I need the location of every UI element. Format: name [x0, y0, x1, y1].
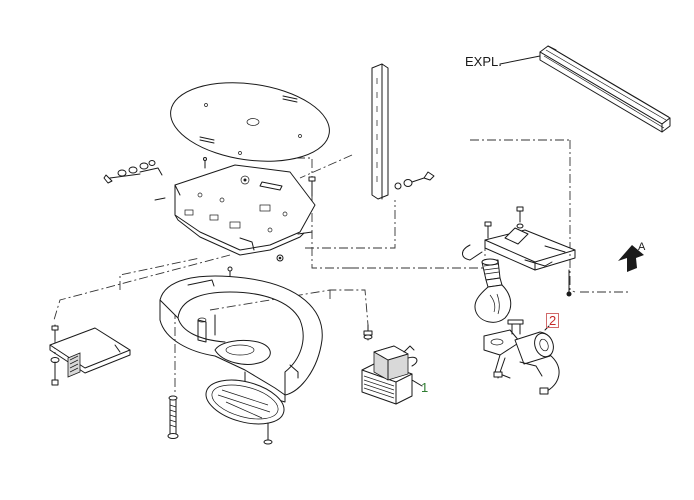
part-number-1-label[interactable]: 1	[421, 380, 429, 395]
bolt-spring	[167, 395, 179, 439]
arrow-a-label: A	[638, 241, 646, 253]
expl-label: EXPL.	[465, 54, 502, 69]
mounting-plate	[174, 164, 316, 262]
direction-arrow-a	[618, 245, 644, 272]
circuit-board	[49, 324, 131, 386]
hardware-left	[103, 157, 207, 201]
lamp-bracket	[462, 206, 576, 297]
motor-part-2	[483, 319, 560, 395]
transformer-part-1	[361, 324, 423, 405]
round-cover-disc	[170, 82, 330, 162]
base-housing	[159, 266, 323, 403]
lower-cover-plate	[205, 379, 285, 445]
lamp-socket	[481, 258, 503, 288]
expl-profile-rail	[499, 45, 671, 133]
part-number-2-label[interactable]: 2	[546, 313, 560, 328]
screw-plate-right	[308, 176, 316, 197]
light-bulb	[474, 284, 512, 323]
slotted-rail	[371, 63, 435, 200]
